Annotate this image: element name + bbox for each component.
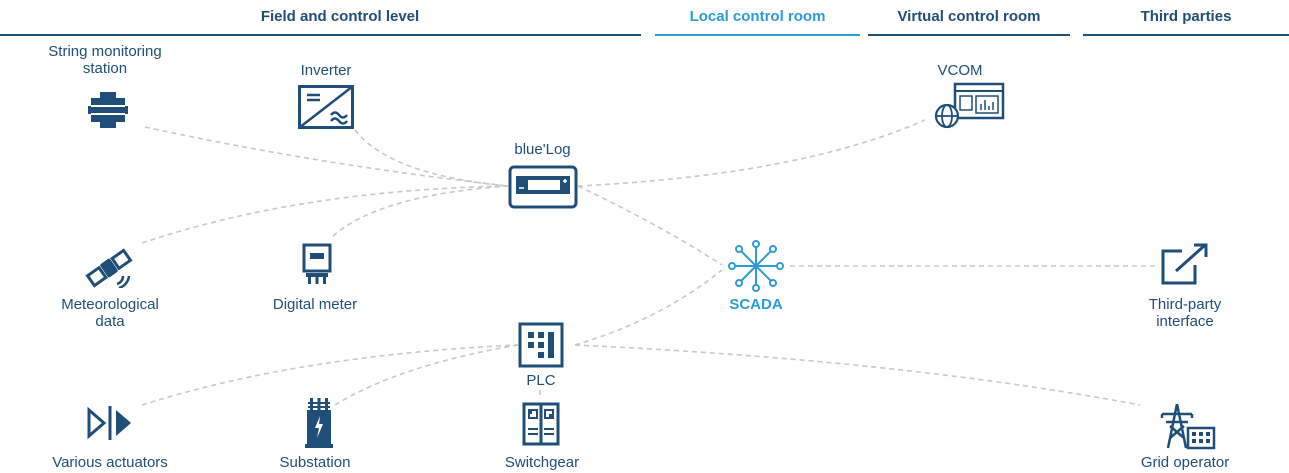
- header-local-underline: [655, 34, 860, 36]
- link-actuators-plc: [141, 344, 519, 406]
- third-party-interface-icon: [1161, 243, 1208, 285]
- link-inverter-bluelog: [354, 129, 509, 187]
- header-local-control-room: Local control room: [689, 8, 826, 25]
- label-switchgear: Switchgear: [504, 454, 580, 471]
- header-field-control-level: Field and control level: [260, 8, 420, 25]
- scada-network-icon: [728, 240, 784, 292]
- header-field-underline: [0, 34, 641, 36]
- label-inverter: Inverter: [300, 62, 352, 79]
- switchgear-icon: [522, 402, 560, 446]
- inverter-icon: [298, 85, 354, 129]
- link-digital-meter-bluelog: [332, 185, 509, 237]
- link-plc-scada: [574, 269, 723, 346]
- label-string-monitoring-station: String monitoring station: [48, 43, 162, 77]
- string-monitoring-station-icon: [88, 92, 128, 128]
- label-meteorological-data: Meteorological data: [61, 296, 159, 330]
- label-grid-operator: Grid operator: [1140, 454, 1230, 471]
- label-scada: SCADA: [729, 296, 783, 313]
- header-virtual-control-room: Virtual control room: [897, 8, 1041, 25]
- header-third-parties: Third parties: [1140, 8, 1232, 25]
- link-bluelog-vcom: [577, 119, 926, 187]
- label-substation: Substation: [279, 454, 351, 471]
- label-bluelog: blue'Log: [514, 141, 571, 158]
- bluelog-device-icon: [508, 165, 578, 209]
- label-third-party-interface: Third-party interface: [1148, 296, 1222, 330]
- actuator-icon: [87, 406, 131, 440]
- label-various-actuators: Various actuators: [52, 454, 168, 471]
- label-plc: PLC: [526, 372, 556, 389]
- digital-meter-icon: [302, 243, 332, 284]
- label-vcom: VCOM: [937, 62, 983, 79]
- header-third-underline: [1083, 34, 1289, 36]
- link-meteorological-bluelog: [141, 185, 509, 244]
- vcom-portal-icon: [934, 82, 1005, 129]
- plc-icon: [518, 322, 564, 368]
- satellite-icon: [85, 248, 133, 288]
- label-digital-meter: Digital meter: [272, 296, 358, 313]
- link-bluelog-scada: [577, 185, 723, 266]
- substation-icon: [305, 398, 333, 448]
- grid-operator-icon: [1160, 403, 1216, 450]
- link-string-monitoring-bluelog: [144, 126, 509, 187]
- link-plc-grid-operator: [574, 344, 1141, 406]
- link-substation-plc: [334, 344, 519, 406]
- header-virtual-underline: [868, 34, 1070, 36]
